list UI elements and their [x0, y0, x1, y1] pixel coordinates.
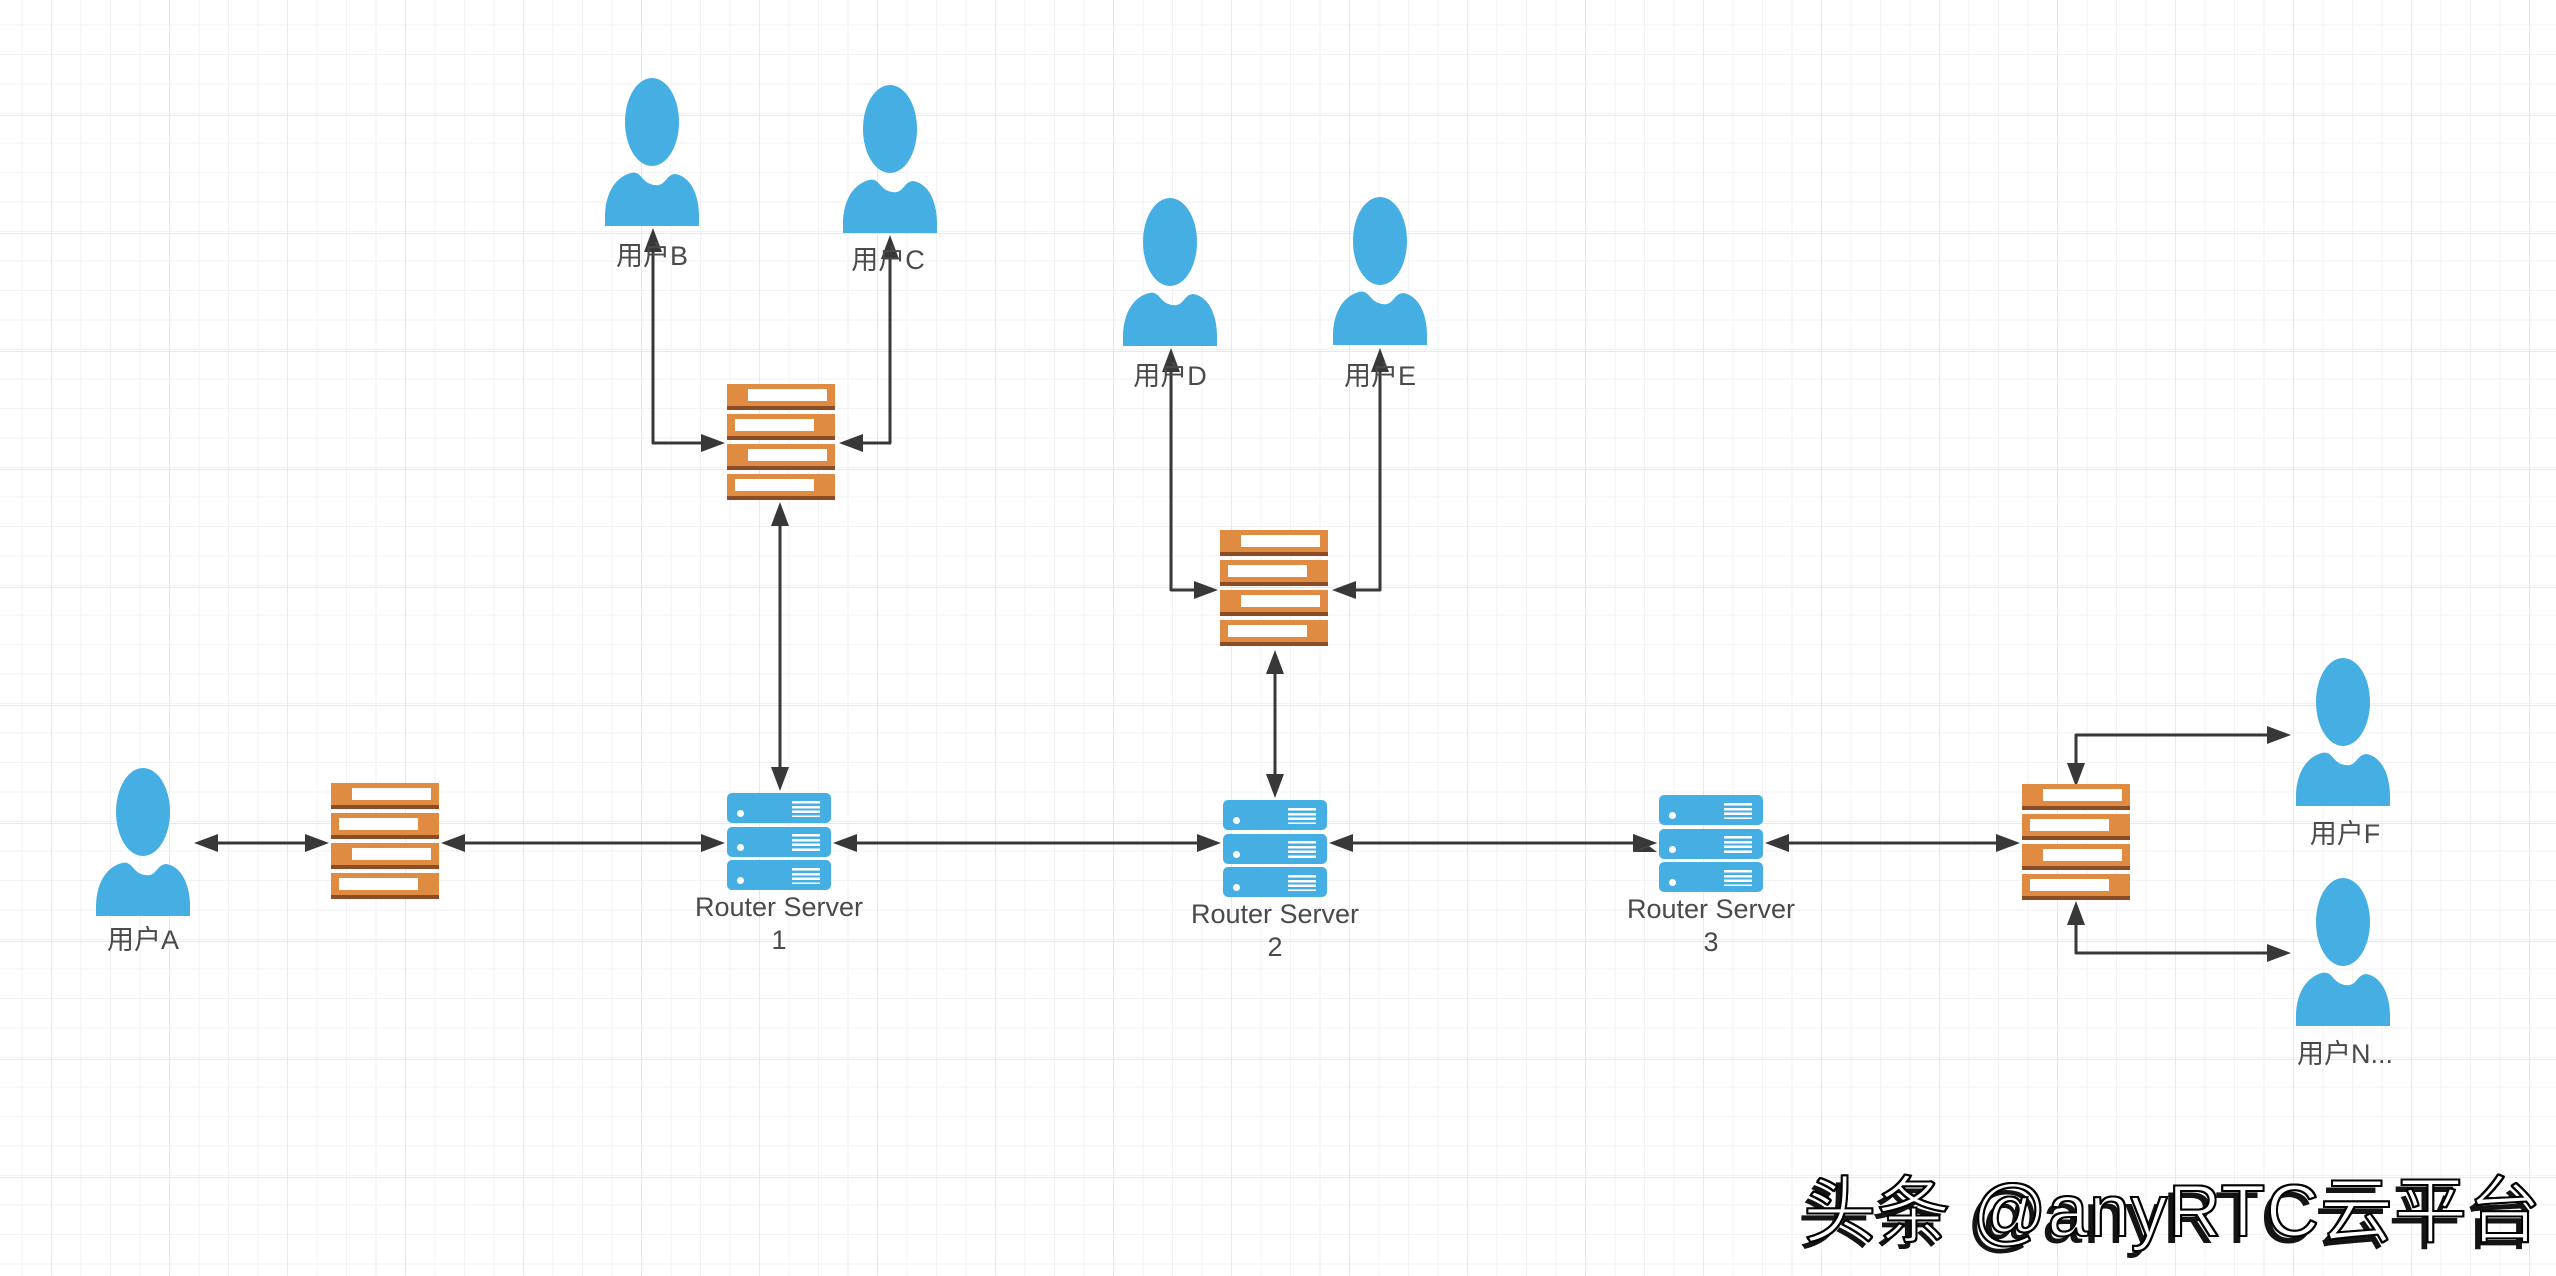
edge-userE-relay-mid — [1332, 348, 1389, 599]
server-slab — [727, 384, 835, 410]
watermark: 头条 @anyRTC云平台 — [1802, 1170, 2542, 1253]
user-icon — [843, 85, 937, 233]
user-node-c — [840, 85, 940, 233]
user-icon — [1333, 197, 1427, 345]
router-server-2-icon — [1223, 800, 1327, 897]
relay-server-mid — [1220, 530, 1328, 646]
user-node-e — [1330, 197, 1430, 345]
edge-router3-relay-right — [1765, 834, 2020, 852]
server-slab — [331, 873, 439, 899]
server-slab — [727, 474, 835, 500]
user-node-a — [93, 768, 193, 916]
edge-relay-right-userF — [2067, 726, 2291, 787]
edge-userD-relay-mid — [1162, 348, 1218, 599]
router-name: Router Server — [694, 892, 864, 922]
user-icon — [2296, 658, 2390, 806]
server-slab — [1659, 828, 1763, 859]
server-slab — [331, 783, 439, 809]
user-node-n — [2293, 878, 2393, 1026]
user-label-c: 用户C — [851, 245, 925, 275]
relay-server-left — [331, 783, 439, 899]
edge-router2-router3 — [1329, 834, 1657, 852]
user-icon — [2296, 878, 2390, 1026]
edge-router1-router2 — [833, 834, 1221, 852]
relay-server-right — [2022, 784, 2130, 900]
server-slab — [331, 843, 439, 869]
server-slab — [1223, 800, 1327, 830]
edge-relay-top-router1 — [771, 502, 789, 791]
router-name: Router Server — [1626, 894, 1796, 924]
server-slab — [2022, 814, 2130, 840]
server-slab — [1220, 620, 1328, 646]
edge-userA-relay-left — [194, 834, 329, 852]
user-label-f: 用户F — [2309, 819, 2381, 849]
server-slab — [331, 813, 439, 839]
server-slab — [1220, 590, 1328, 616]
edge-relay-right-userN — [2067, 901, 2291, 962]
server-slab — [1223, 833, 1327, 864]
user-label-d: 用户D — [1133, 361, 1207, 391]
edge-relay-mid-router2 — [1266, 650, 1284, 798]
server-slab — [727, 826, 831, 857]
router-label-2: Router Server 2 — [1145, 898, 1405, 964]
server-slab — [2022, 784, 2130, 810]
edge-userC-relay-top — [839, 235, 899, 452]
user-label-b: 用户B — [615, 241, 688, 271]
user-icon — [1123, 198, 1217, 346]
server-slab — [1659, 795, 1763, 825]
router-number: 1 — [771, 925, 787, 955]
server-slab — [1220, 560, 1328, 586]
user-icon — [96, 768, 190, 916]
router-label-3: Router Server 3 — [1581, 893, 1841, 959]
server-slab — [1659, 862, 1763, 892]
server-slab — [727, 444, 835, 470]
server-slab — [727, 860, 831, 890]
server-slab — [2022, 874, 2130, 900]
user-label-n: 用户N... — [2296, 1039, 2393, 1069]
router-server-1-icon — [727, 793, 831, 890]
server-slab — [2022, 844, 2130, 870]
server-slab — [727, 793, 831, 823]
router-name: Router Server — [1190, 899, 1360, 929]
user-node-f — [2293, 658, 2393, 806]
server-slab — [727, 414, 835, 440]
user-icon — [605, 78, 699, 226]
server-slab — [1220, 530, 1328, 556]
server-slab — [1223, 867, 1327, 897]
user-label-a: 用户A — [106, 925, 179, 955]
edge-relay-left-router1 — [441, 834, 725, 852]
router-number: 2 — [1267, 932, 1283, 962]
router-server-3-icon — [1659, 795, 1763, 892]
user-label-e: 用户E — [1343, 361, 1416, 391]
router-number: 3 — [1703, 927, 1719, 957]
router-label-1: Router Server 1 — [649, 891, 909, 957]
user-node-b — [602, 78, 702, 226]
edge-userB-relay-top — [644, 228, 725, 452]
relay-server-top — [727, 384, 835, 500]
user-node-d — [1120, 198, 1220, 346]
